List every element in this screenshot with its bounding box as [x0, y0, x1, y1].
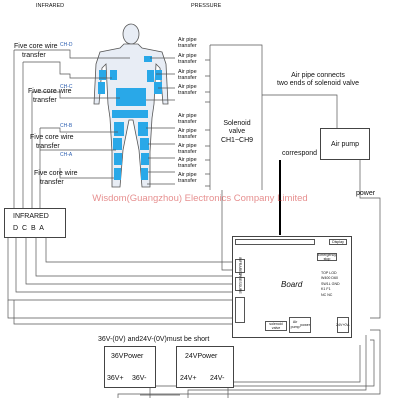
signal-lines	[7, 44, 381, 398]
five-core-label-2: Five core wire	[28, 88, 72, 95]
pressure-header: PRESSURE	[191, 3, 222, 9]
board-top-connector	[235, 239, 315, 245]
power-supply-36v: 36VPower 36V+ 36V-	[104, 346, 156, 388]
power-36v-minus: 36V-	[132, 375, 147, 382]
infrared-box-title: INFRARED	[13, 213, 49, 220]
board-pressure-port: PRESSURE	[235, 274, 245, 294]
massage-zones	[98, 56, 162, 180]
five-core-label-2b: transfer	[33, 97, 57, 104]
company-watermark: Wisdom(Guangzhou) Electronics Company Li…	[92, 193, 308, 204]
power-24v-minus: 24V-	[210, 375, 225, 382]
board-pin-labels: TOP LOD W400 D60 SW1L GND K1 F1 NC NC	[321, 271, 340, 297]
infrared-box-pins: D C B A	[13, 225, 45, 232]
channel-label-a: CH-A	[60, 152, 73, 158]
board-emergency-port: Emergency stop	[317, 253, 337, 261]
board-title: Board	[281, 280, 303, 289]
control-board: Board Display Emergency stop TOP LOD W40…	[232, 236, 352, 338]
infrared-box: INFRARED D C B A	[4, 208, 66, 238]
power-24v-title: 24VPower	[185, 353, 218, 360]
five-core-label-1b: transfer	[22, 52, 46, 59]
power-36v-plus: 36V+	[107, 375, 124, 382]
five-core-label-4b: transfer	[40, 179, 64, 186]
five-core-label-3b: transfer	[36, 143, 60, 150]
channel-label-c: CH-C	[60, 84, 73, 90]
five-core-label-4: Five core wire	[34, 170, 78, 177]
board-infrared-port: INFRARED	[235, 257, 245, 275]
power-36v-title: 36VPower	[111, 353, 144, 360]
board-display-port: Display	[329, 239, 347, 245]
channel-label-b: CH-B	[60, 123, 73, 129]
infrared-header: INFRARED	[36, 3, 65, 9]
air-pump-box: Air pump	[320, 128, 370, 160]
correspond-label: correspond	[282, 150, 318, 157]
short-circuit-note: 36V-(0V) and24V-(0V)must be short	[98, 336, 210, 343]
channel-label-d: CH-D	[60, 42, 73, 48]
board-power-port: 24V+0V-	[336, 317, 350, 333]
power-label: power	[356, 190, 376, 197]
five-core-label-3: Five core wire	[30, 134, 74, 141]
board-solenoid-port: solenoid valve	[265, 321, 287, 331]
power-24v-plus: 24V+	[180, 375, 197, 382]
power-supply-24v: 24VPower 24V+ 24V-	[176, 346, 234, 388]
board-left-connector	[235, 297, 245, 323]
five-core-label-1: Five core wire	[14, 43, 58, 50]
